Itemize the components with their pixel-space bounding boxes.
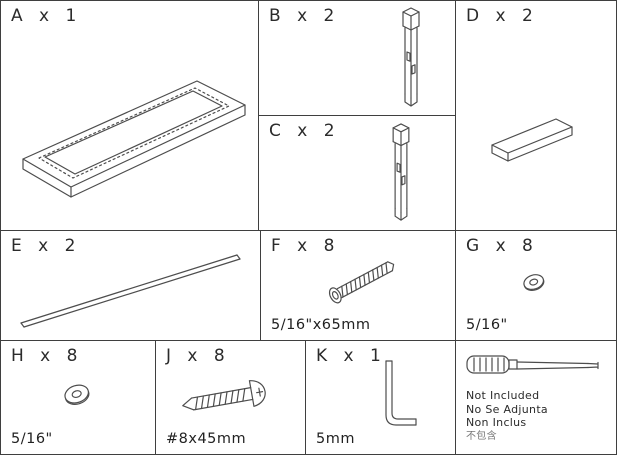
cell-part-g: G x 8 5/16"	[456, 231, 616, 341]
not-included-note: Not Included No Se Adjunta Non Inclus 不包…	[466, 389, 548, 443]
part-k-size-note: 5mm	[316, 431, 355, 447]
wood-screw-icon	[182, 380, 266, 411]
cell-part-h: H x 8 5/16"	[1, 341, 156, 454]
part-e-label: E x 2	[11, 236, 77, 256]
tabletop-panel-icon	[22, 80, 246, 198]
part-a-label: A x 1	[11, 6, 78, 26]
part-f-size-note: 5/16"x65mm	[271, 317, 371, 333]
part-k-label: K x 1	[316, 346, 382, 366]
washer-icon	[64, 384, 90, 405]
part-f-label: F x 8	[271, 236, 336, 256]
cell-part-a: A x 1	[1, 1, 259, 231]
part-b-label: B x 2	[269, 6, 336, 26]
part-g-size-note: 5/16"	[466, 317, 508, 333]
cell-part-k: K x 1 5mm	[306, 341, 456, 454]
side-rail-icon	[491, 118, 573, 162]
part-c-label: C x 2	[269, 121, 336, 141]
part-h-label: H x 8	[11, 346, 79, 366]
washer-icon	[523, 274, 545, 291]
part-j-label: J x 8	[166, 346, 226, 366]
cell-part-j: J x 8 #8x45mm	[156, 341, 306, 454]
cell-part-f: F x 8 5/16"x65mm	[261, 231, 456, 341]
allen-key-icon	[385, 360, 417, 426]
not-included-line-fr: Non Inclus	[466, 416, 527, 429]
not-included-line-es: No Se Adjunta	[466, 402, 548, 416]
support-rod-icon	[20, 254, 241, 328]
part-j-size-note: #8x45mm	[166, 431, 247, 447]
bolt-screw-icon	[328, 261, 395, 304]
leg-post-icon	[392, 123, 410, 221]
cell-part-e: E x 2	[1, 231, 261, 341]
not-included-line-zh: 不包含	[466, 430, 497, 442]
cell-part-b: B x 2	[259, 1, 456, 116]
not-included-line-en: Not Included	[466, 389, 540, 402]
screwdriver-icon	[466, 355, 599, 374]
cell-part-d: D x 2	[456, 1, 616, 231]
leg-post-icon	[402, 7, 420, 107]
cell-part-c: C x 2	[259, 116, 456, 231]
part-h-size-note: 5/16"	[11, 431, 53, 447]
cell-tool-not-included: Not Included No Se Adjunta Non Inclus 不包…	[456, 341, 616, 454]
part-g-label: G x 8	[466, 236, 534, 256]
part-d-label: D x 2	[466, 6, 534, 26]
